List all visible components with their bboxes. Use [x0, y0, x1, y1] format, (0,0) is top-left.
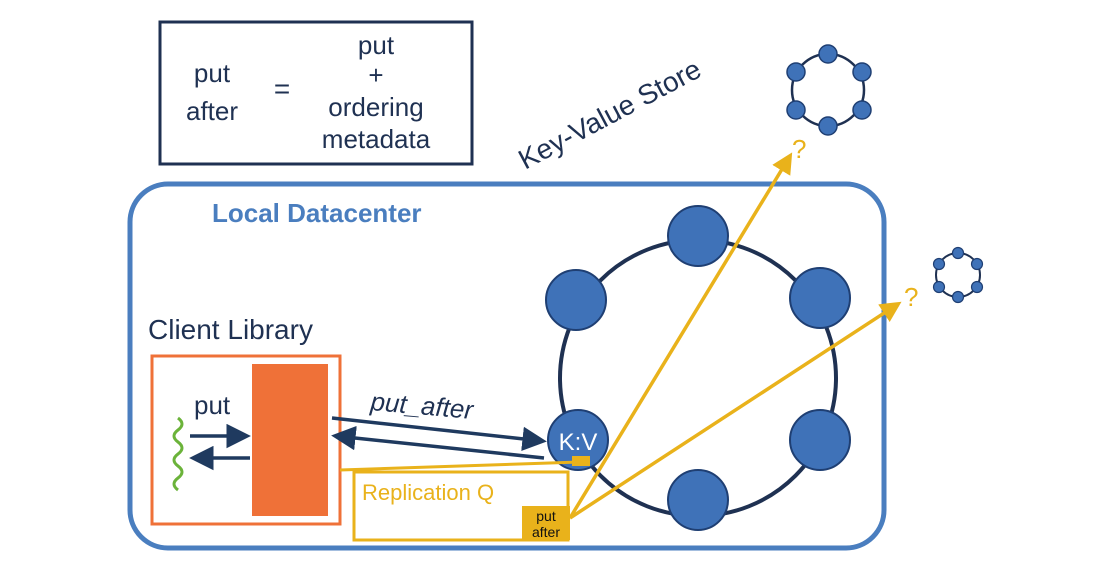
remote-1-question-mark: ? [792, 134, 806, 164]
ring-node [545, 269, 607, 331]
legend-plus-sign: + [368, 60, 383, 90]
legend-put-right-text: put [358, 30, 395, 60]
replication-arrow-remote-1 [568, 152, 793, 519]
kv-node-label: K:V [559, 429, 598, 456]
key-value-store-label: Key-Value Store [513, 53, 706, 175]
remote-datacenter-ring-1-icon [786, 44, 872, 136]
legend-after-text: after [186, 96, 238, 126]
ring-node [667, 205, 729, 267]
put-after-label: put_after [368, 386, 475, 425]
legend-box: put after = put + ordering metadata [158, 20, 474, 166]
remote-datacenter-ring-2-icon [932, 246, 984, 304]
legend-equals-sign: = [274, 73, 290, 104]
kv-node [547, 409, 609, 471]
replication-queue-label: Replication Q [362, 480, 494, 505]
legend-ordering-text: ordering [328, 92, 423, 122]
legend-metadata-text: metadata [322, 124, 431, 154]
queue-top-connector [339, 460, 581, 472]
ring-node [789, 409, 851, 471]
queue-item-after-text: after [532, 524, 560, 540]
kv-to-queue-link [572, 456, 590, 466]
put-label: put [194, 390, 231, 420]
legend-put-text: put [194, 58, 231, 88]
replication-arrow-remote-2 [569, 301, 902, 520]
ring-node [667, 469, 729, 531]
ring-node [789, 267, 851, 329]
queue-item-put-text: put [536, 508, 556, 524]
client-thread-squiggle-icon [172, 416, 184, 492]
local-datacenter-label: Local Datacenter [212, 198, 422, 228]
ring-nodes [545, 205, 851, 531]
client-library-label: Client Library [148, 314, 313, 345]
client-library-block [252, 364, 328, 516]
put-after-request-arrow [331, 416, 547, 452]
local-datacenter-container [127, 181, 887, 551]
remote-2-question-mark: ? [904, 282, 918, 312]
put-after-response-arrow [331, 425, 545, 460]
replication-queue-item [522, 506, 570, 540]
